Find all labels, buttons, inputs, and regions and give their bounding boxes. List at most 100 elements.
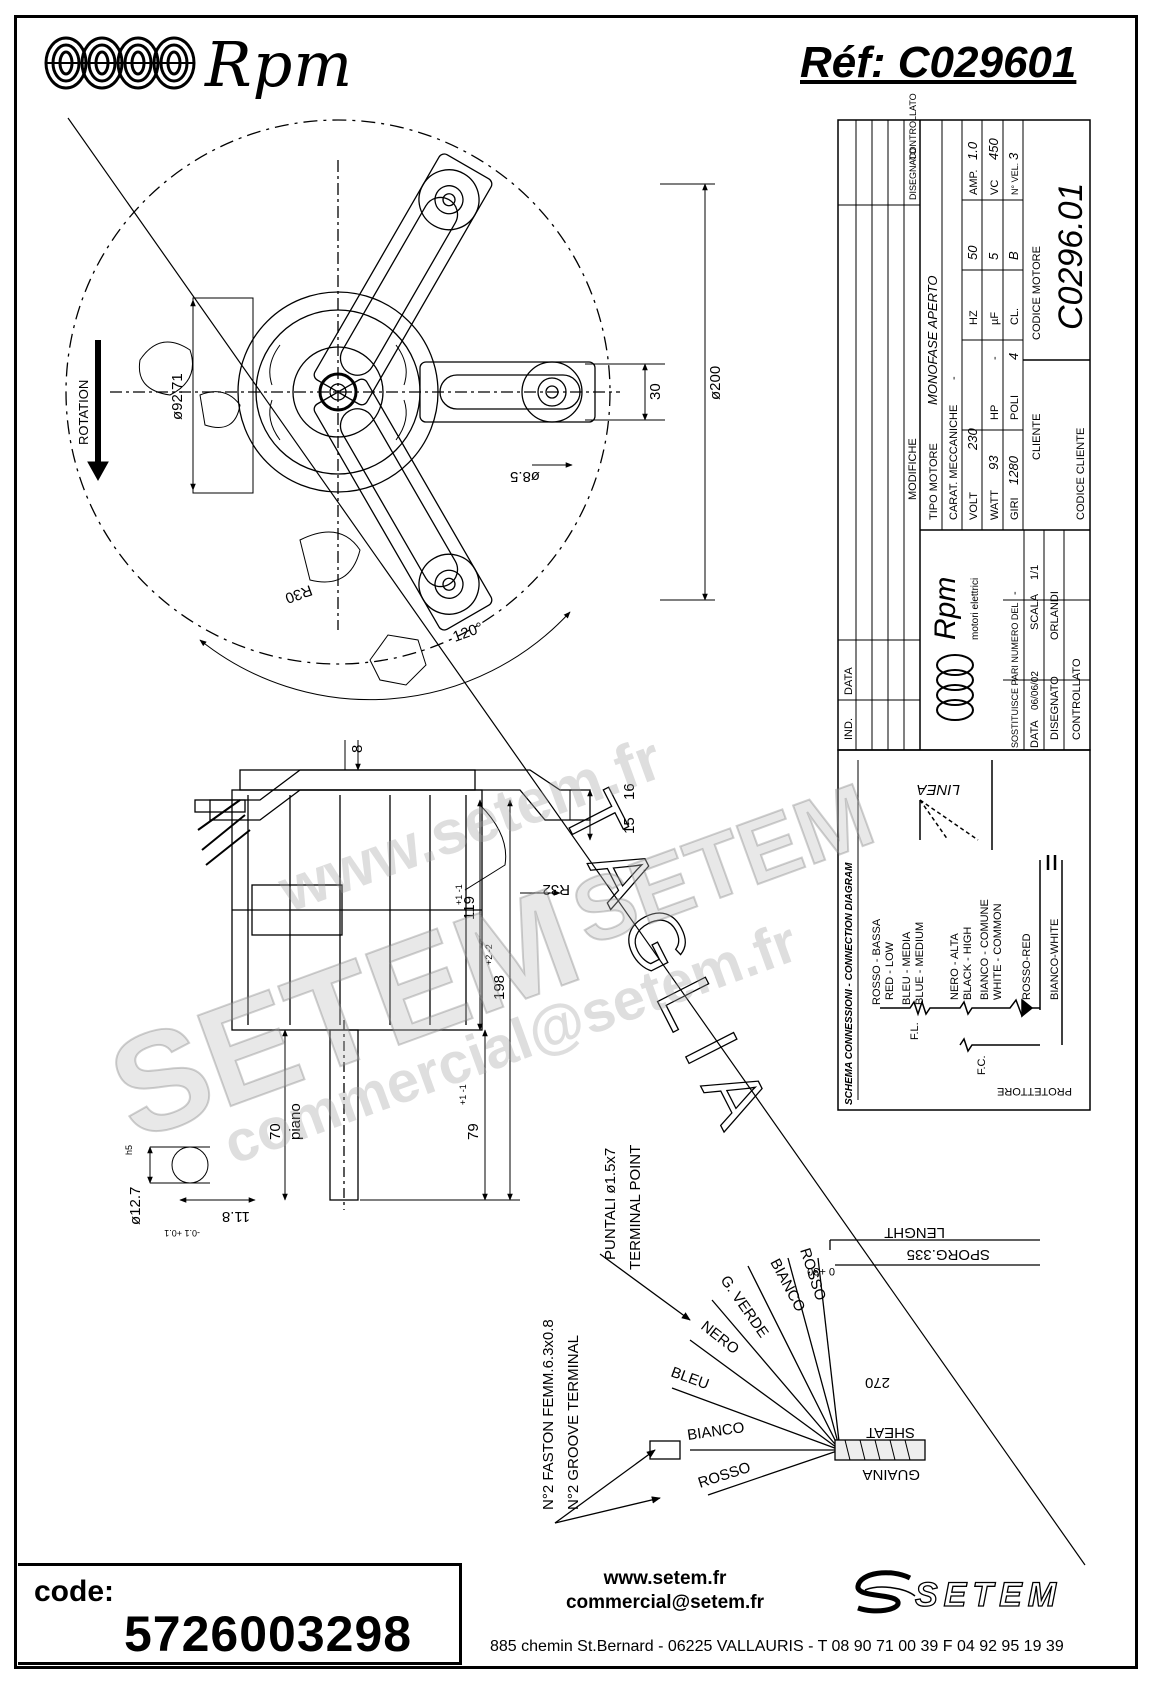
tb-sostituisce-label: SOSTITUISCE PARI NUMERO DEL bbox=[1010, 603, 1020, 748]
tb-uf-label: µF bbox=[989, 312, 1001, 325]
tb-data-header: DATA bbox=[843, 667, 855, 695]
tb-vc: 450 bbox=[986, 138, 1001, 160]
tb-tipo-motore-label: TIPO MOTORE bbox=[928, 443, 940, 520]
dim-piano: piano bbox=[287, 1103, 304, 1140]
dim-shaft: ø12.7 bbox=[127, 1187, 144, 1225]
tb-ind-header: IND. bbox=[843, 718, 855, 740]
tb-codice-motore-label: CODICE MOTORE bbox=[1031, 246, 1043, 340]
dim-h30: 30 bbox=[647, 383, 664, 400]
tb-hz-label: HZ bbox=[968, 310, 980, 325]
tb-cl-label: CL. bbox=[1009, 308, 1021, 325]
tb-carat-value: - bbox=[948, 376, 960, 380]
dim-d70: 70 bbox=[267, 1123, 284, 1140]
dim-shaft-tol: h5 bbox=[124, 1145, 134, 1155]
wire-rosso: ROSSO bbox=[696, 1459, 753, 1492]
dim-d119: 119 bbox=[461, 896, 478, 920]
dim-d200: ø200 bbox=[707, 366, 724, 400]
conn-wire-nero: NERO - ALTA bbox=[949, 933, 961, 1000]
rotation-label: ROTATION bbox=[76, 380, 91, 445]
conn-linea: LINEA bbox=[917, 781, 960, 798]
tb-hp: - bbox=[989, 356, 1001, 360]
address: 885 chemin St.Bernard - 06225 VALLAURIS … bbox=[490, 1638, 1064, 1655]
tb-disegnato: ORLANDI bbox=[1049, 591, 1061, 640]
dim-d119-tol: +1 -1 bbox=[454, 884, 464, 905]
tb-rpm-sub: motori elettrici bbox=[970, 578, 981, 640]
groove-label: N°2 GROOVE TERMINAL bbox=[565, 1335, 582, 1510]
tb-scala: 1/1 bbox=[1029, 565, 1041, 580]
tb-poli: 4 bbox=[1006, 353, 1021, 360]
tb-tipo-motore: MONOFASE APERTO bbox=[925, 275, 940, 405]
conn-wire-blue: BLUE - MEDIUM bbox=[914, 922, 926, 1005]
dim-angle120: 120° bbox=[451, 619, 486, 646]
motor-top-view bbox=[65, 119, 620, 686]
code-value: 5726003298 bbox=[124, 1606, 413, 1662]
tb-controllato-header: CONTROLLATO bbox=[908, 93, 918, 160]
dim-r30: R30 bbox=[283, 581, 315, 606]
dim-d198-tol: +2 -2 bbox=[484, 944, 494, 965]
tb-rpm-logo: Rpm bbox=[929, 577, 962, 640]
tb-amp: 1.0 bbox=[965, 141, 980, 160]
dim-flat-tol: -0.1 +0.1 bbox=[164, 1228, 200, 1238]
tb-watt-label: WATT bbox=[989, 490, 1001, 520]
tb-volt-label: VOLT bbox=[968, 492, 980, 520]
code-box bbox=[18, 1563, 462, 1665]
tb-nvel: 3 bbox=[1006, 152, 1021, 160]
conn-wire-black: BLACK - HIGH bbox=[962, 927, 974, 1000]
tb-hz: 50 bbox=[965, 245, 980, 260]
tb-uf: 5 bbox=[986, 252, 1001, 260]
tb-data: 06/06/02 bbox=[1030, 671, 1041, 710]
dim-d8: 8 bbox=[349, 745, 366, 753]
tb-carat-label: CARAT. MECCANICHE bbox=[948, 405, 960, 520]
faston-label: N°2 FASTON FEMM.6.3x0.8 bbox=[540, 1319, 557, 1510]
tb-codice-cliente-label: CODICE CLIENTE bbox=[1075, 428, 1087, 520]
connection-diagram bbox=[837, 749, 1091, 1111]
dim-d92: ø92.71 bbox=[169, 373, 186, 420]
cut-word: TAGLIA bbox=[545, 778, 796, 1156]
tb-volt: 230 bbox=[965, 428, 980, 451]
email-link[interactable]: commercial@setem.fr bbox=[565, 1592, 765, 1613]
tb-scala-label: SCALA bbox=[1029, 593, 1041, 630]
terminal-point-label: TERMINAL POINT bbox=[627, 1145, 644, 1270]
dim-d85: ø8.5 bbox=[510, 468, 540, 485]
conn-wire-bianco-white: BIANCO-WHITE bbox=[1049, 919, 1061, 1000]
guaina-label: GUAINA bbox=[862, 1466, 920, 1483]
conn-fc: F.C. bbox=[976, 1055, 988, 1075]
wire-harness bbox=[554, 1239, 1040, 1524]
sheat-label: SHEAT bbox=[866, 1424, 915, 1441]
conn-protettore: PROTETTORE bbox=[997, 1085, 1072, 1097]
conn-fl: F.L. bbox=[909, 1022, 921, 1040]
dim-d79-tol: +1 -1 bbox=[458, 1084, 468, 1105]
sporg-tol: 0 +30 bbox=[807, 1265, 835, 1277]
wire-nero: NERO bbox=[698, 1318, 743, 1358]
rpm-coil-logo bbox=[44, 36, 196, 90]
title-block bbox=[837, 119, 1091, 751]
conn-wire-rosso: ROSSO - BASSA bbox=[871, 918, 883, 1005]
tb-watt: 93 bbox=[986, 455, 1001, 470]
dim-d15: 15 bbox=[621, 817, 638, 834]
tb-sostituisce: - bbox=[1009, 591, 1021, 595]
dim-d79: 79 bbox=[465, 1123, 482, 1140]
tb-controllato-label: CONTROLLATO bbox=[1071, 658, 1083, 740]
tb-nvel-label: N° VEL. bbox=[1010, 163, 1020, 195]
dim-flat: 11.8 bbox=[222, 1208, 250, 1225]
dim-d198: 198 bbox=[491, 975, 508, 1000]
rpm-brand: Rpm bbox=[205, 28, 354, 101]
dim-r32: R32 bbox=[542, 881, 570, 898]
conn-wire-bleu: BLEU - MEDIA bbox=[901, 931, 913, 1005]
conn-wire-white: WHITE - COMMON bbox=[992, 903, 1004, 1000]
reference-number: Réf: C029601 bbox=[800, 38, 1077, 87]
website-link[interactable]: www.setem.fr bbox=[603, 1568, 727, 1589]
lenght-label: LENGHT bbox=[884, 1224, 945, 1241]
sporg-label: SPORG.335 bbox=[907, 1246, 990, 1263]
tb-giri-label: GIRI bbox=[1009, 497, 1021, 520]
puntali-label: PUNTALI ø1.5x7 bbox=[602, 1148, 619, 1260]
conn-wire-rosso-red: ROSSO-RED bbox=[1021, 933, 1033, 1000]
code-label: code: bbox=[34, 1575, 115, 1608]
setem-swirl-icon bbox=[855, 1570, 916, 1614]
conn-wire-bianco: BIANCO - COMUNE bbox=[979, 899, 991, 1000]
tb-cliente-label: CLIENTE bbox=[1031, 414, 1043, 460]
tb-giri: 1280 bbox=[1006, 455, 1021, 485]
tb-amp-label: AMP. bbox=[968, 170, 980, 195]
tb-vc-label: VC bbox=[989, 180, 1001, 195]
